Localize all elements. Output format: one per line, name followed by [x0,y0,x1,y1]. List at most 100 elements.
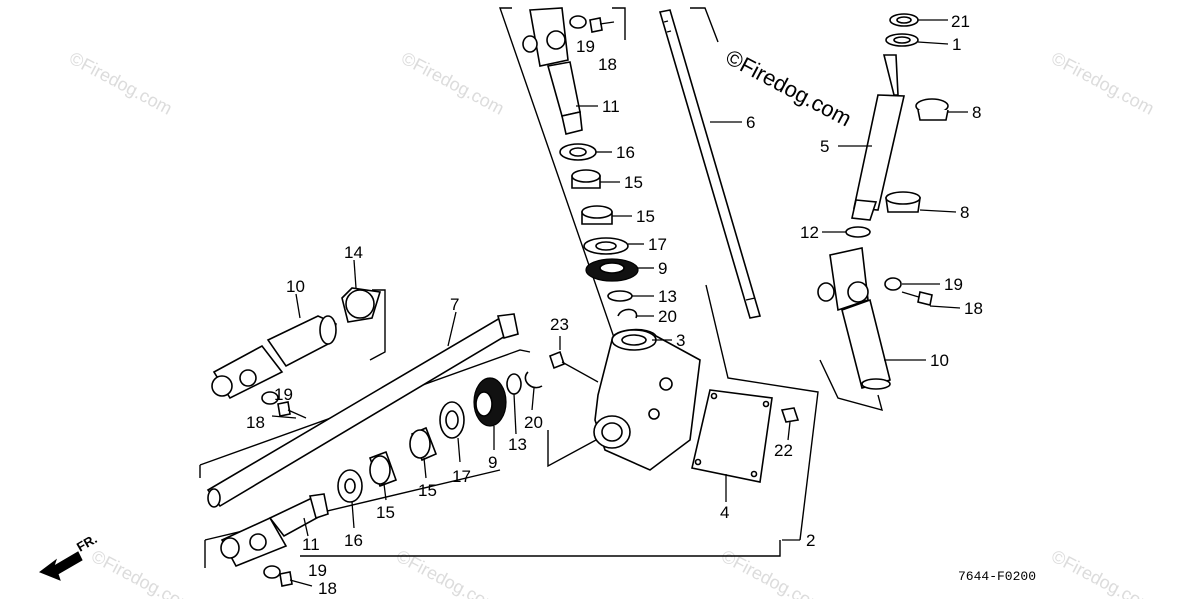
callout-10-right: 10 [930,351,949,370]
frame-shaft6-top [690,7,719,43]
bearing-16-bottom [337,469,363,503]
frame-bottom [300,540,781,557]
bolt-18-top [589,17,615,33]
callout-13-bottom: 13 [508,435,527,454]
bolt-18-right [901,291,933,306]
watermark-faint: ©Firedog.com [718,546,827,599]
callout-7: 7 [450,295,459,314]
callout-1: 1 [952,35,961,54]
bearing-15-bottom-b [368,450,398,488]
callout-22: 22 [774,441,793,460]
frame-housing-left [547,430,597,468]
callout-4: 4 [720,503,729,522]
gear-9-bottom [473,377,507,427]
shaft-7 [206,313,519,508]
shaft-5 [851,54,905,221]
clip-20-top [617,308,638,319]
callout-19-left: 19 [274,385,293,404]
callout-19-right: 19 [944,275,963,294]
shaft-6 [658,9,762,319]
watermark-faint: ©Firedog.com [398,48,507,119]
washer-12 [845,226,871,238]
callout-16-bottom: 16 [344,531,363,550]
frame-right-joint [819,359,883,411]
callout-11-top: 11 [602,97,620,116]
washer-19-top [569,15,587,29]
front-arrow-icon [38,551,83,581]
washer-13-top [607,290,633,302]
callout-11-bottom: 11 [302,535,320,554]
callout-15-top-a: 15 [624,173,643,192]
callout-18-top: 18 [598,55,617,74]
callout-numbers: 21 1 8 5 8 12 19 18 10 6 19 18 11 16 15 … [246,12,983,598]
callout-2: 2 [806,531,815,550]
frame-lower-shaft [199,349,531,478]
washer-17-bottom-hole [445,410,459,430]
seal-1-hole [893,36,911,44]
bushing-8-upper [915,98,949,121]
callout-21: 21 [951,12,970,31]
callout-23: 23 [550,315,569,334]
bolt-22 [780,407,800,423]
clip-20-bottom [524,371,543,389]
universal-joint-11-top [522,7,583,135]
frame-shaft6-bottom [705,284,819,541]
callout-15-top-b: 15 [636,207,655,226]
diagram-code: 7644-F0200 [958,569,1036,584]
bolt-18-bottom [279,571,313,587]
callout-8-lower: 8 [960,203,969,222]
callout-19-bottom: 19 [308,561,327,580]
washer-21-hole [896,16,912,24]
washer-19-right [884,277,902,291]
bearing-15-top-b [581,205,613,225]
universal-joint-11-bottom [220,493,329,568]
callout-19-top: 19 [576,37,595,56]
callout-17-top: 17 [648,235,667,254]
washer-17-top-hole [595,241,617,251]
callout-9-bottom: 9 [488,453,497,472]
bolt-23 [549,350,599,383]
bearing-16-top [559,143,597,161]
callout-13-top: 13 [658,287,677,306]
watermark-faint: ©Firedog.com [1048,546,1157,599]
bolt-18-left [277,401,307,419]
housing-3 [593,328,701,471]
universal-joint-10-right [817,247,891,390]
callout-18-left: 18 [246,413,265,432]
callout-14: 14 [344,243,363,262]
callout-20-bottom: 20 [524,413,543,432]
washer-19-bottom [263,565,281,579]
washer-19-left [261,391,279,405]
leader-lines [271,19,968,541]
bushing-14 [341,287,382,323]
cover-4 [691,389,773,483]
callout-6: 6 [746,113,755,132]
washer-13-bottom [506,373,522,395]
callout-16-top: 16 [616,143,635,162]
bearing-15-top-a [571,169,601,189]
callout-12: 12 [800,223,819,242]
frame-upper-top [612,7,626,40]
callout-15-bottom-a: 15 [418,481,437,500]
callout-10-left: 10 [286,277,305,296]
callout-20-top: 20 [658,307,677,326]
callout-9-top: 9 [658,259,667,278]
callout-5: 5 [820,137,829,156]
gear-9-top [585,258,639,282]
callout-18-right: 18 [964,299,983,318]
universal-joint-10-left [211,315,337,400]
watermark-faint: ©Firedog.com [393,546,502,599]
callout-17-bottom: 17 [452,467,471,486]
callout-3: 3 [676,331,685,350]
frame-left-joint [369,289,386,361]
bearing-15-bottom-a [409,426,438,462]
callout-8-upper: 8 [972,103,981,122]
watermark-faint: ©Firedog.com [1048,48,1157,119]
bushing-8-lower [885,191,921,213]
callout-15-bottom-b: 15 [376,503,395,522]
watermark-faint: ©Firedog.com [66,48,175,119]
watermark-main: ©Firedog.com [722,44,856,131]
callout-18-bottom: 18 [318,579,337,598]
